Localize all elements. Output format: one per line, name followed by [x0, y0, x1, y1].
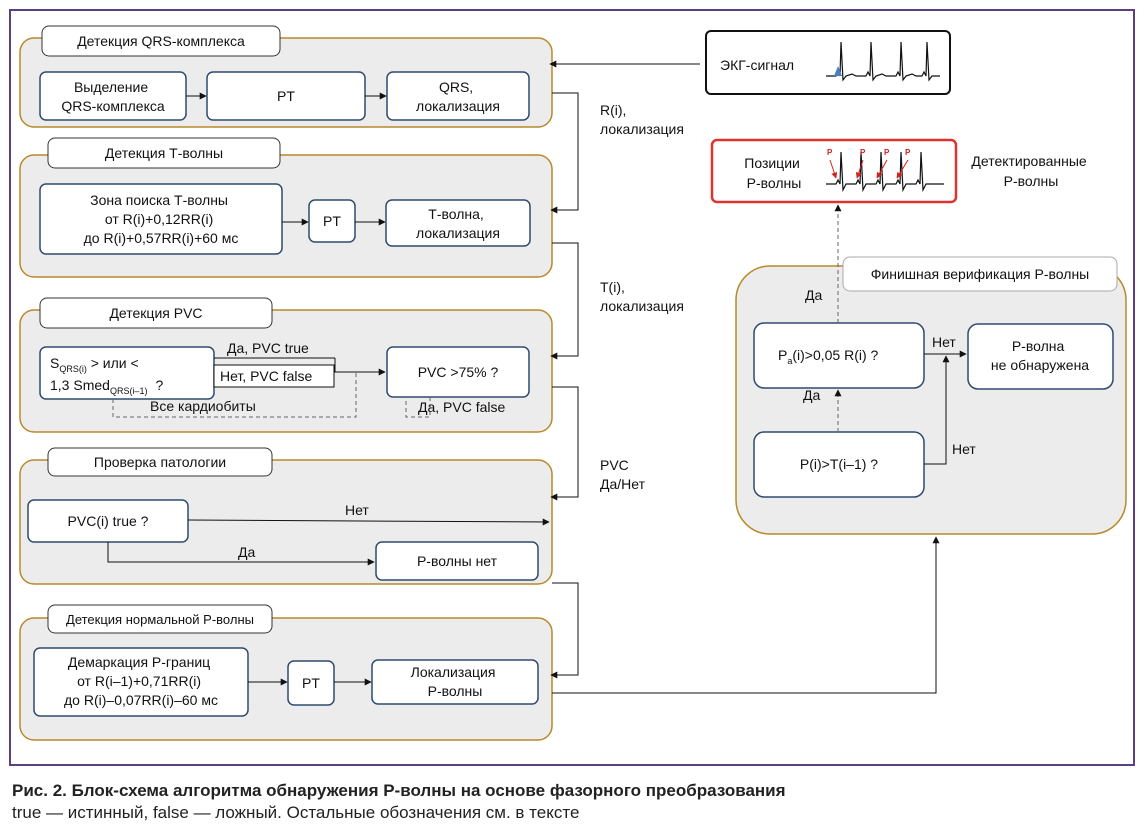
normal-p-box1-line3: до R(i)–0,07RR(i)–60 мс [64, 692, 218, 708]
caption-note: true — истинный, false — ложный. Остальн… [12, 803, 580, 822]
svg-text:Позиции Р-волны: Позиции Р-волны [744, 155, 803, 191]
t-box1-line1: Зона поиска Т-волны [90, 192, 228, 208]
pvc-box1-line2: 1,3 Smed [50, 377, 110, 393]
side-label-t-line1: T(i), [600, 279, 625, 295]
normal-p-box2: PT [302, 675, 320, 691]
side-label-r-line2: локализация [600, 121, 684, 137]
pvc-no-label: Нет, PVC false [220, 368, 313, 384]
normal-p-box3-line2: Р-волны [428, 683, 483, 699]
pvc-yes-label: Да, PVC true [227, 340, 309, 356]
svg-text:Детектированные Р-волны: Детектированные Р-волны [971, 153, 1090, 189]
detected-label-line2: Р-волны [1004, 173, 1059, 189]
group-pathology-check: Проверка патологии PVC(i) true ? Нет Да … [19, 447, 553, 585]
group-pvc-detection: Детекция PVC SQRS(i) > или < 1,3 SmedQRS… [19, 297, 553, 433]
normal-p-box1-line2: от R(i–1)+0,71RR(i) [77, 673, 201, 689]
pvc-box1-s: S [50, 355, 59, 371]
qrs-box3-line1: QRS, [439, 79, 473, 95]
ecg-marker-icon [834, 66, 842, 76]
p-marker-2: P [860, 148, 866, 157]
pvc-box1-q: ? [155, 377, 163, 393]
group-normal-p-detection: Детекция нормальной Р-волны Демаркация Р… [19, 604, 553, 741]
qrs-box1-line1: Выделение [74, 79, 148, 95]
group-final-title: Финишная верификация Р-волны [871, 266, 1090, 282]
svg-text:Зона поиска Т-волны от R: Зона поиска Т-волны от R(i)+0,12RR(i) до… [84, 192, 239, 246]
p-marker-3: P [884, 148, 890, 157]
pathology-no-label: Нет [345, 502, 369, 518]
final-q1-rest: (i)>0,05 R(i) ? [792, 347, 878, 363]
svg-text:SQRS(i) > или <: SQRS(i) > или < [50, 355, 139, 374]
side-label-r-line1: R(i), [600, 102, 626, 118]
pvc-box2: PVC >75% ? [418, 364, 499, 380]
t-box3-line1: Т-волна, [428, 206, 484, 222]
pvc-all-beats-label: Все кардиобиты [150, 398, 256, 414]
qrs-box1-line2: QRS-комплекса [61, 98, 165, 114]
pvc-box1-compare: > или < [87, 355, 139, 371]
outer-frame [9, 9, 1135, 766]
t-box1-line2: от R(i)+0,12RR(i) [105, 211, 213, 227]
group-qrs-title: Детекция QRS-комплекса [77, 33, 245, 49]
qrs-box2: PT [277, 88, 295, 104]
ecg-label: ЭКГ-сигнал [720, 57, 794, 73]
final-result-line2: не обнаружена [991, 357, 1089, 373]
group-normal-p-title: Детекция нормальной Р-волны [66, 612, 254, 627]
svg-text:R(i), локализация: R(i), локализация [600, 102, 684, 137]
caption-title: Рис. 2. Блок-схема алгоритма обнаружения… [12, 781, 786, 800]
svg-text:Выделение QRS-комплекса: Выделение QRS-комплекса [61, 79, 165, 114]
p-positions-box: Позиции Р-волны P P P P [710, 138, 958, 204]
positions-label-line1: Позиции [744, 155, 800, 171]
group-pvc-title: Детекция PVC [109, 305, 202, 321]
svg-text:Р-волна не обнаружена: Р-волна не обнаружена [991, 338, 1089, 373]
p-positions-trace [826, 151, 944, 193]
detected-label-line1: Детектированные [971, 153, 1087, 169]
qrs-box3-line2: локализация [416, 98, 500, 114]
group-t-detection: Детекция Т-волны Зона поиска Т-волны от … [19, 137, 553, 278]
ecg-signal-box: ЭКГ-сигнал [705, 30, 951, 95]
p-marker-4: P [905, 148, 911, 157]
svg-text:QRS, локализация: QRS, локализация [416, 79, 500, 114]
pvc-box1-sub2: QRS(i–1) [110, 386, 148, 396]
ecg-trace [826, 41, 940, 82]
pvc-box1-sub1: QRS(i) [59, 364, 87, 374]
group-final-verification: Финишная верификация Р-волны Pa(i)>0,05 … [735, 256, 1127, 535]
svg-text:Демаркация Р-границ от R: Демаркация Р-границ от R(i–1)+0,71RR(i) … [64, 654, 218, 708]
pathology-yes-label: Да [238, 544, 255, 560]
t-box3-line2: локализация [416, 225, 500, 241]
final-q2-no-label: Нет [952, 441, 976, 457]
side-label-t-line2: локализация [600, 298, 684, 314]
svg-text:Т-волна, локализация: Т-волна, локализация [416, 206, 500, 241]
t-box1-line3: до R(i)+0,57RR(i)+60 мс [84, 230, 239, 246]
svg-text:Локализация Р-волны: Локализация Р-волны [411, 664, 500, 699]
pvc-box2-label: Да, PVC false [418, 399, 506, 415]
final-q2-yes-label: Да [803, 387, 820, 403]
positions-label-line2: Р-волны [747, 175, 802, 191]
group-qrs-detection: Детекция QRS-комплекса Выделение QRS-ком… [19, 25, 553, 128]
svg-text:PVC Да/Нет: PVC Да/Нет [600, 457, 646, 492]
pathology-result: Р-волны нет [417, 553, 498, 569]
final-q1-p: P [778, 347, 787, 363]
side-label-pvc-line2: Да/Нет [600, 476, 646, 492]
final-q1-sub: a [787, 356, 792, 366]
connector-bus [549, 60, 940, 694]
pathology-question: PVC(i) true ? [68, 513, 149, 529]
final-q2: P(i)>T(i–1) ? [800, 456, 878, 472]
final-q1-no-label: Нет [932, 334, 956, 350]
final-up-yes-label: Да [805, 287, 822, 303]
svg-text:1,3 SmedQRS(i–1)?: 1,3 SmedQRS(i–1)? [50, 377, 163, 396]
normal-p-box1-line1: Демаркация Р-границ [68, 654, 210, 670]
p-markers: P P P P [827, 148, 911, 179]
group-t-title: Детекция Т-волны [105, 145, 223, 161]
svg-text:Pa(i)>0,05 R(i) ?: Pa(i)>0,05 R(i) ? [778, 347, 879, 366]
svg-text:T(i), локализация: T(i), локализация [600, 279, 684, 314]
side-label-pvc-line1: PVC [600, 457, 629, 473]
group-pathology-title: Проверка патологии [94, 454, 226, 470]
figure-caption: Рис. 2. Блок-схема алгоритма обнаружения… [12, 780, 1132, 824]
p-marker-1: P [827, 148, 833, 157]
t-box2: PT [323, 213, 341, 229]
normal-p-box3-line1: Локализация [411, 664, 496, 680]
final-result-line1: Р-волна [1012, 338, 1065, 354]
